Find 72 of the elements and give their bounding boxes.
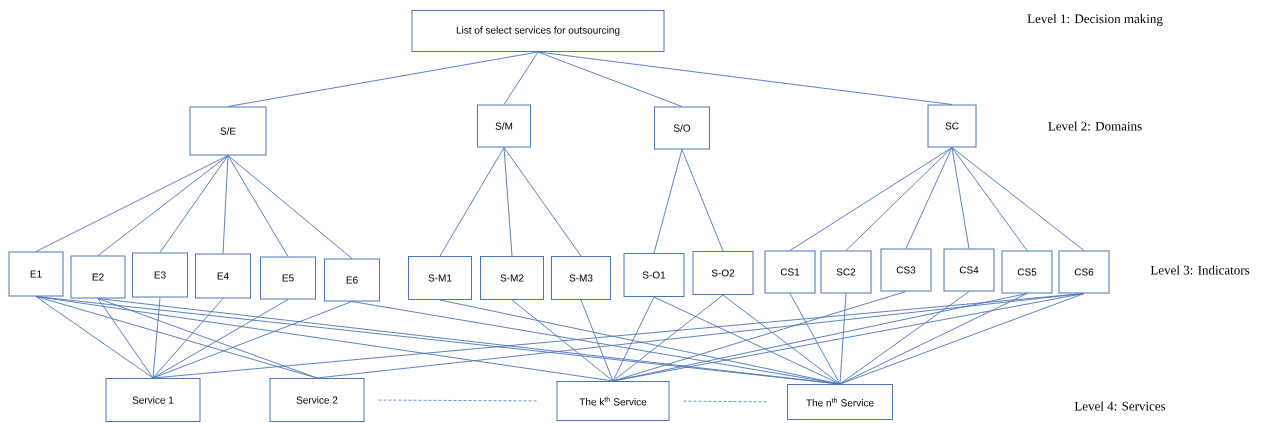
connector-line [35,296,154,379]
box: E5 [260,256,316,300]
connector-line [653,296,841,385]
level-label: Level 1: Decision making [1027,14,1163,26]
connector-line [152,301,353,379]
connector-line [97,298,318,379]
connector-line [905,147,953,249]
connector-line [789,293,841,385]
connector-line [227,155,353,259]
box: E4 [195,253,251,299]
box: S/E [189,106,267,156]
box: The k$^{th}$ Service [556,381,670,421]
connector-line [35,155,229,252]
connector-line [839,291,970,385]
connector-line [951,147,970,249]
connector-line [227,155,289,257]
connector-line [227,51,539,107]
connector-line [503,147,582,257]
connector-line [537,51,953,105]
connector-line [152,299,289,379]
connector-line [789,147,953,251]
connector-line [951,147,1028,251]
connector-line [580,299,614,382]
connector-line [503,147,513,257]
box: S-O2 [692,251,754,295]
box: E3 [132,252,188,298]
box: S-O1 [623,253,685,297]
connector-line [35,296,614,382]
connector-line [152,298,224,379]
box: CS3 [880,248,932,292]
connector-line [612,296,655,382]
box: S/M [477,104,531,148]
level-label: Level 4: Services [1074,401,1166,411]
connector-line [439,299,841,385]
box: SC2 [820,250,872,294]
box: E2 [70,255,126,299]
box: E1 [8,251,64,297]
box: S/O [654,106,710,150]
connector-line [683,400,768,403]
connector-line [222,155,229,254]
connector-line [681,149,724,252]
connector-line [839,293,847,385]
connector-line [378,399,537,402]
box: List of select services for outsourcing [411,10,665,52]
box: SC [927,104,977,148]
connector-line [159,155,229,253]
box: CS4 [943,248,995,292]
connector-line [439,147,505,257]
connector-line [511,299,614,382]
box: CS1 [764,250,816,294]
connector-line [722,294,841,385]
connector-line [537,51,683,107]
connector-line [503,51,539,105]
connector-line [97,298,154,379]
connector-line [951,147,1085,251]
box: CS6 [1058,250,1110,294]
box: Service 1 [105,378,201,422]
box: S-M1 [408,256,472,300]
level-label: Level 3: Indicators [1150,265,1250,275]
box: CS5 [1001,250,1053,294]
box: E6 [324,258,380,302]
connector-line [152,297,161,379]
box: The n$^{th}$ Service [787,384,893,420]
connector-line [612,294,724,382]
box: S-M3 [551,256,611,300]
box: Service 2 [269,378,365,422]
connector-line [845,147,953,251]
level-label: Level 2: Domains [1048,121,1142,131]
connector-line [97,155,229,256]
connector-line [839,293,1085,385]
connector-line [653,149,683,254]
box: S-M2 [480,256,544,300]
